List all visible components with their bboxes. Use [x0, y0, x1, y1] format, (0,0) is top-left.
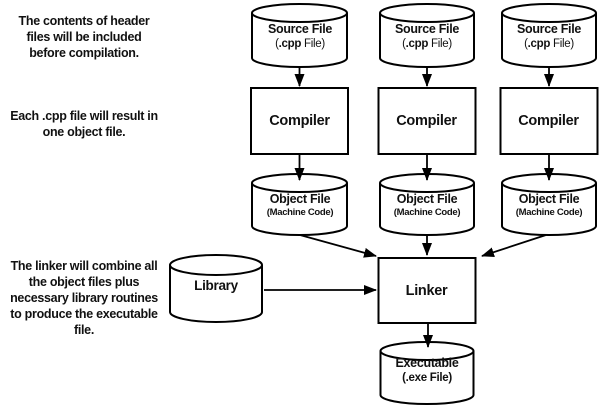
source-file-cylinder-3	[501, 3, 597, 68]
object-file-cylinder-3	[501, 173, 597, 236]
annotation-linker: The linker will combine all the object f…	[10, 259, 158, 337]
linker-box	[377, 257, 477, 324]
compiler-box-3	[499, 87, 599, 155]
source-file-cylinder-1	[251, 3, 348, 68]
object-file-cylinder-2	[379, 173, 475, 236]
object-file-cylinder-1	[251, 173, 348, 236]
library-cylinder	[169, 254, 263, 323]
arrow-object1-to-linker	[299, 234, 377, 258]
arrow-object3-to-linker	[481, 234, 547, 258]
compiler-box-1	[250, 87, 349, 155]
compiler-box-2	[377, 87, 477, 155]
annotation-object-files: Each .cpp file will result in one object…	[10, 109, 158, 139]
source-file-cylinder-2	[379, 3, 475, 68]
executable-cylinder	[379, 341, 475, 405]
annotation-header-files: The contents of header files will be inc…	[18, 14, 150, 60]
